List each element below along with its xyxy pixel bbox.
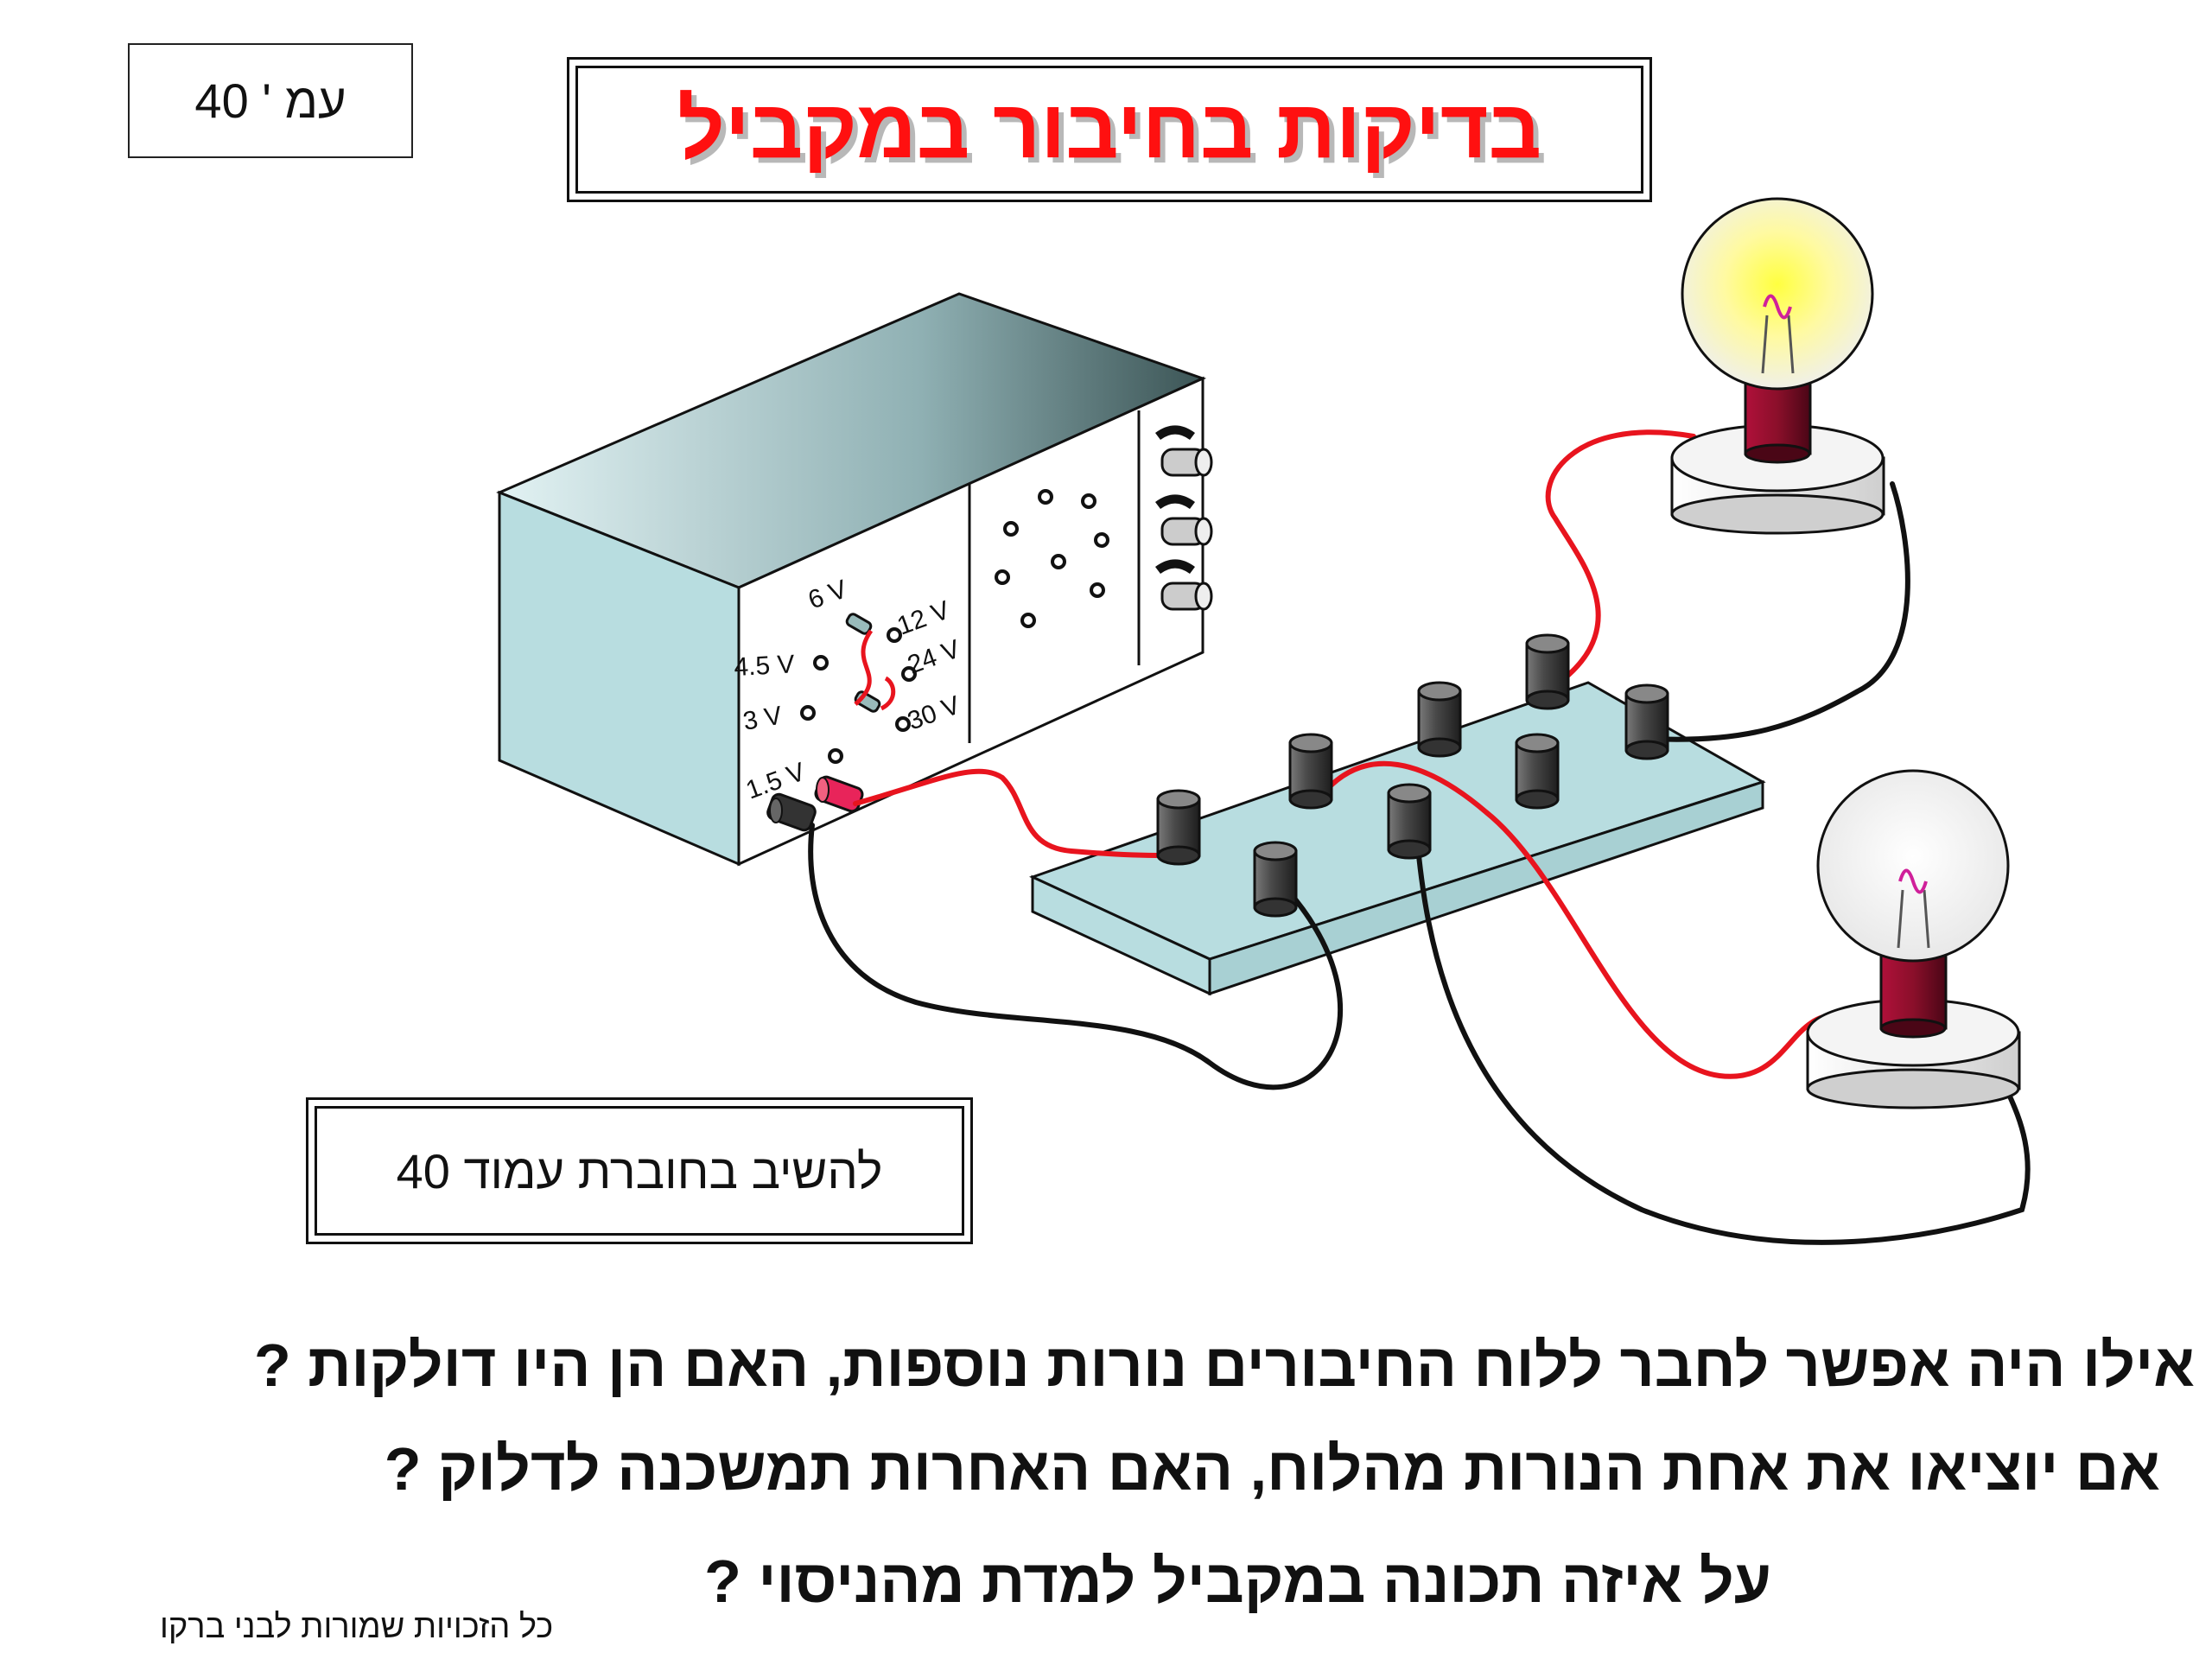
question-1: אילו היה אפשר לחבר ללוח החיבורים נורות נ… xyxy=(253,1332,2195,1399)
terminal-post xyxy=(1624,683,1669,760)
panel-holes xyxy=(995,489,1109,628)
copyright-notice: כל הזכויות שמורות לבני ברקו xyxy=(160,1609,554,1645)
page-reference-text: עמ ' 40 xyxy=(194,73,346,128)
board-side xyxy=(1208,779,1764,996)
page-title: בדיקות בחיבור במקביל xyxy=(677,83,1542,175)
answer-note-text: להשיב בחוברת עמוד 40 xyxy=(396,1143,883,1198)
power-supply: 6 V 12 V 4.5 V 24 V 3 V 30 V 1.5 V xyxy=(496,292,1213,867)
black-plug-icon xyxy=(766,792,817,832)
terminal-post xyxy=(1417,681,1462,758)
black-wire-supply-to-board xyxy=(808,823,1344,1090)
jumper-wire xyxy=(845,613,896,713)
black-wire-board-to-bulb1 xyxy=(1648,481,1910,742)
answer-note-frame-inner: להשיב בחוברת עמוד 40 xyxy=(315,1106,964,1236)
red-wire-board-to-bulb2 xyxy=(1319,760,1843,1079)
terminal-post xyxy=(1525,633,1570,710)
question-3: על איזה תכונה במקביל למדת מהניסוי ? xyxy=(704,1548,1771,1615)
red-wire-supply-to-board xyxy=(853,768,1169,858)
light-bulb-lit-icon xyxy=(1670,197,1885,535)
page-reference-box: עמ ' 40 xyxy=(128,43,413,158)
voltage-label-3v: 3 V xyxy=(741,702,784,736)
terminal-post xyxy=(1288,733,1333,810)
terminal-post xyxy=(1253,841,1298,918)
terminal-posts xyxy=(1156,633,1669,918)
answer-note-frame: להשיב בחוברת עמוד 40 xyxy=(306,1097,973,1244)
voltage-terminals xyxy=(800,627,917,764)
terminal-post xyxy=(1515,733,1560,810)
terminal-post xyxy=(1156,789,1201,866)
voltage-label-4-5v: 4.5 V xyxy=(734,650,796,682)
wires xyxy=(808,429,2031,1245)
knob-1-icon xyxy=(1155,425,1213,477)
terminal-post xyxy=(1387,783,1432,860)
title-frame: בדיקות בחיבור במקביל xyxy=(567,57,1652,202)
question-2: אם יוציאו את אחת הנורות מהלוח, האם האחרו… xyxy=(384,1435,2160,1503)
knob-2-icon xyxy=(1155,494,1213,546)
black-wire-board-to-bulb2 xyxy=(1414,836,2031,1245)
title-frame-inner: בדיקות בחיבור במקביל xyxy=(575,66,1643,194)
red-wire-board-to-bulb1 xyxy=(1544,429,1696,694)
light-bulb-icon xyxy=(1806,769,2021,1109)
knob-3-icon xyxy=(1155,559,1213,611)
